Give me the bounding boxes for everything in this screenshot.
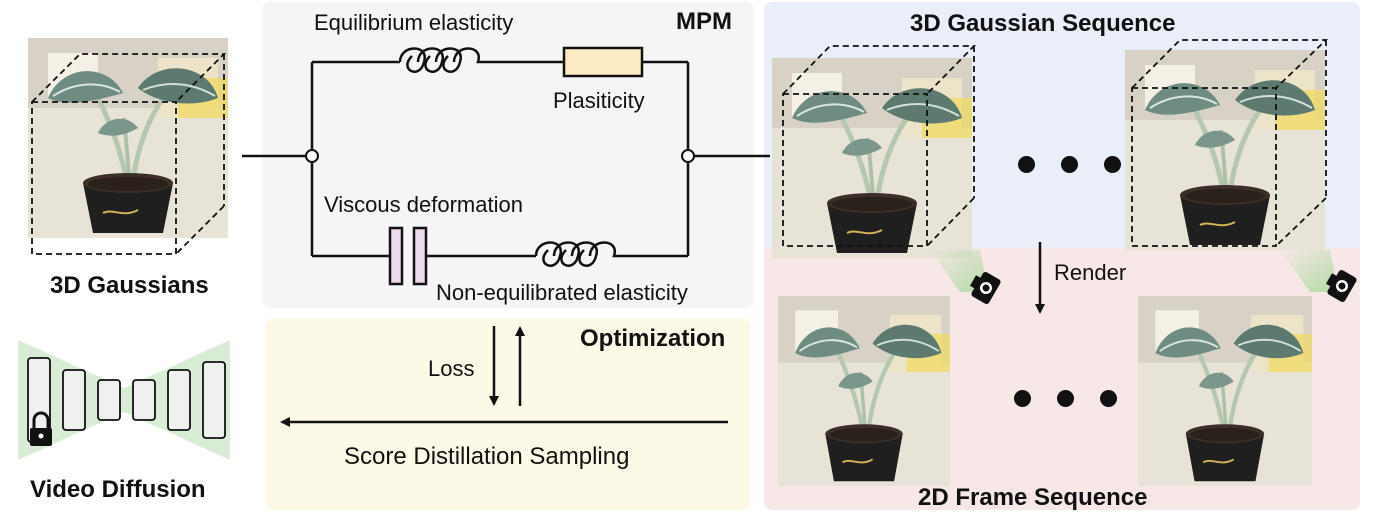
plasticity-element xyxy=(562,46,644,78)
viscous-damper-icon xyxy=(388,226,428,286)
mpm-circuit xyxy=(242,60,770,258)
left-node xyxy=(305,149,319,163)
mpm-title: MPM xyxy=(676,8,732,35)
frame-seq-ellipsis xyxy=(1014,390,1117,407)
optimization-panel xyxy=(266,318,750,510)
ellipsis-dot xyxy=(1057,390,1074,407)
nonequilibrated-spring-icon xyxy=(520,241,618,267)
ellipsis-dot xyxy=(1104,156,1121,173)
loss-label: Loss xyxy=(428,356,475,381)
gaussian-seq-ellipsis xyxy=(1018,156,1121,173)
plasticity-label: Plasiticity xyxy=(553,88,645,113)
right-node xyxy=(681,149,695,163)
ellipsis-dot xyxy=(1014,390,1031,407)
nonequilibrated-label: Non-equilibrated elasticity xyxy=(436,280,688,305)
sds-label: Score Distillation Sampling xyxy=(344,443,630,470)
gaussians-plant-image xyxy=(28,38,228,238)
video-diffusion-label: Video Diffusion xyxy=(30,476,206,503)
frame-image-2 xyxy=(1138,296,1312,486)
gaussian-seq-plant-image-2 xyxy=(1125,50,1325,250)
viscous-label: Viscous deformation xyxy=(324,192,523,217)
ellipsis-dot xyxy=(1061,156,1078,173)
equilibrium-spring-icon xyxy=(384,47,490,73)
lock-icon xyxy=(30,411,52,446)
camera-frustum-2 xyxy=(1280,250,1338,292)
render-label: Render xyxy=(1054,260,1127,285)
optimization-title: Optimization xyxy=(580,325,726,352)
ellipsis-dot xyxy=(1018,156,1035,173)
camera-icon xyxy=(970,271,1001,305)
equilibrium-label: Equilibrium elasticity xyxy=(314,10,514,35)
gaussian-seq-cube-icon-1 xyxy=(782,45,977,247)
gaussians-label: 3D Gaussians xyxy=(50,272,209,299)
frame-image-1 xyxy=(778,296,950,486)
gaussians-cube-icon xyxy=(31,53,227,255)
ellipsis-dot xyxy=(1100,390,1117,407)
frame-sequence-title: 2D Frame Sequence xyxy=(918,484,1148,511)
gaussian-sequence-title: 3D Gaussian Sequence xyxy=(910,10,1176,37)
camera-icon xyxy=(1326,269,1357,303)
video-diffusion-icon xyxy=(18,340,230,460)
gaussian-seq-cube-icon-2 xyxy=(1131,39,1329,247)
gaussian-seq-plant-image-1 xyxy=(772,58,972,258)
